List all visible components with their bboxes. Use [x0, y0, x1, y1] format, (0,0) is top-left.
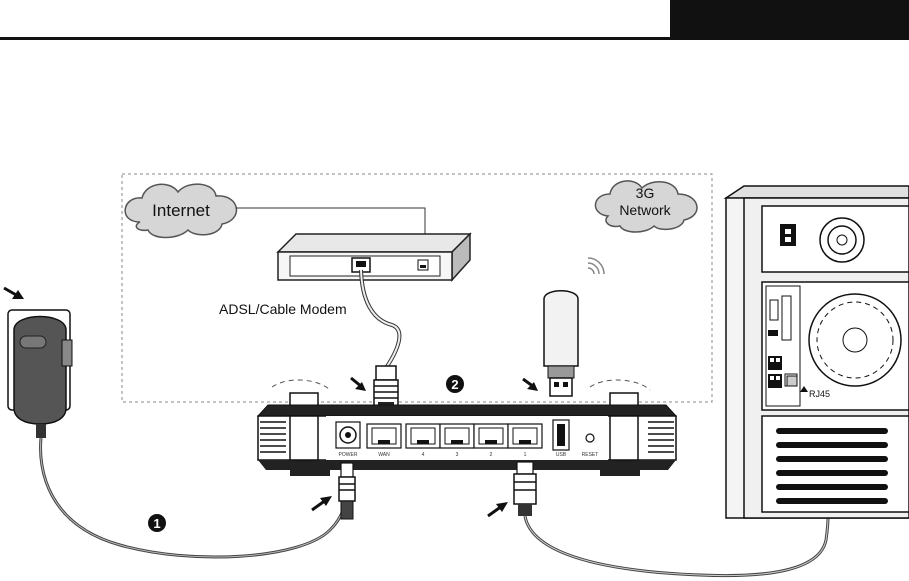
wan-pointer-arrow-icon	[351, 378, 366, 391]
internet-label: Internet	[152, 201, 210, 220]
router-lan1-port	[508, 424, 542, 448]
router-lan1-label: 1	[524, 452, 527, 458]
modem	[278, 234, 470, 280]
router-lan4-label: 4	[422, 452, 425, 458]
step-2-badge: 2	[446, 375, 464, 393]
pc-power-switch	[780, 224, 796, 246]
router-lan4-port	[406, 424, 440, 448]
page-header	[0, 0, 909, 40]
power-plug	[339, 463, 355, 519]
router: POWER WAN 4 3 2	[258, 405, 676, 476]
power-adapter	[8, 310, 72, 438]
wireless-signal-icon	[588, 258, 604, 274]
step-1-badge: 1	[148, 514, 166, 532]
router-usb-port	[553, 420, 569, 450]
router-usb-label: USB	[556, 452, 567, 458]
router-lan3-port	[440, 424, 474, 448]
step-1-label: 1	[153, 516, 160, 531]
3g-network-cloud: 3G Network	[595, 181, 697, 232]
lan-pointer-arrow-icon	[488, 502, 508, 516]
router-reset-label: RESET	[582, 452, 599, 458]
router-wan-label: WAN	[378, 452, 390, 458]
modem-label: ADSL/Cable Modem	[219, 301, 347, 317]
router-lan2-port	[474, 424, 508, 448]
3g-label-line1: 3G	[636, 185, 655, 201]
3g-usb-modem	[544, 291, 578, 396]
step-2-label: 2	[451, 377, 458, 392]
rj45-label: RJ45	[809, 389, 830, 399]
internet-cloud: Internet	[125, 184, 236, 237]
3g-label-line2: Network	[619, 202, 671, 218]
router-reset-button	[586, 434, 594, 442]
router-wan-port	[367, 424, 401, 448]
router-lan2-label: 2	[490, 452, 493, 458]
router-lan3-label: 3	[456, 452, 459, 458]
usb-pointer-arrow-icon	[523, 379, 538, 391]
adapter-pointer-arrow-icon	[4, 288, 24, 299]
pc-tower	[726, 186, 909, 518]
router-power-label: POWER	[339, 452, 358, 458]
power-pointer-arrow-icon	[312, 496, 332, 510]
header-tab-block	[670, 0, 909, 38]
router-power-port	[336, 422, 360, 448]
lan-rj45-plug	[514, 462, 536, 516]
